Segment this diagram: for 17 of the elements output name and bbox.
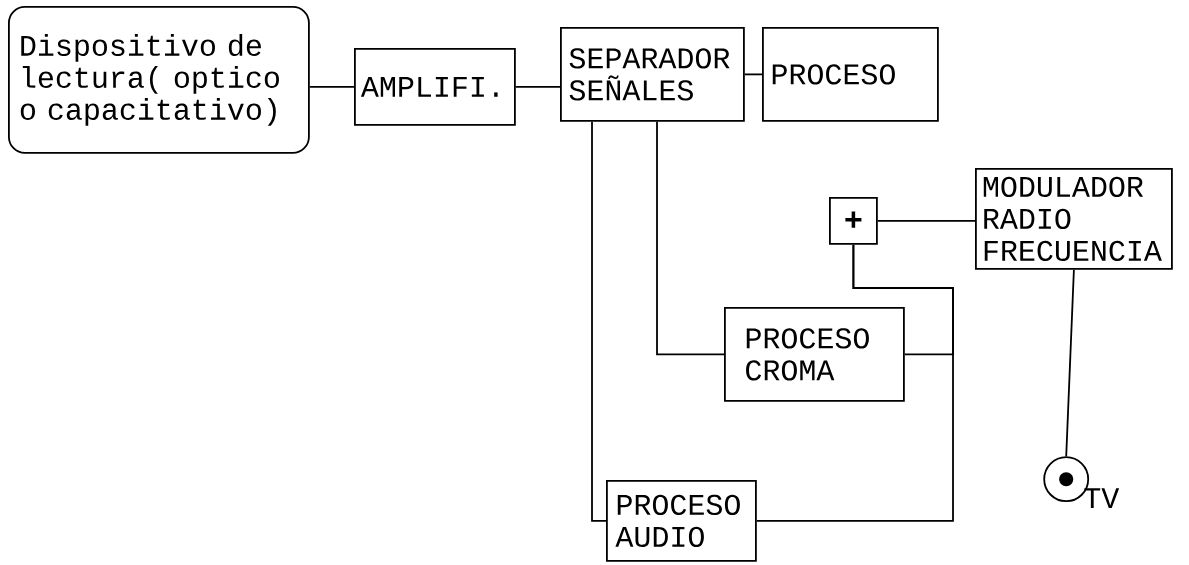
process-box: PROCESO [762,27,939,122]
process-box: SEPARADOR SEÑALES [560,27,745,122]
process-box: PROCESO CROMA [724,307,905,402]
rounded-box: Dispositivo de lectura( optico o capacitativo) [8,6,310,154]
connector-line [656,120,725,356]
adder-box: + [829,197,878,245]
process-box: AMPLIFI. [354,48,516,126]
side-label: TV [1084,488,1120,509]
connector-line [743,73,763,76]
process-box: MODULADOR RADIO FRECUENCIA [975,168,1173,270]
connector-line [1065,268,1075,458]
connector-line [591,120,607,522]
process-box: PROCESO AUDIO [606,480,757,562]
connector-line [308,86,355,88]
connector-line [876,220,976,222]
connector-line [755,243,954,522]
connector-line [514,86,561,88]
